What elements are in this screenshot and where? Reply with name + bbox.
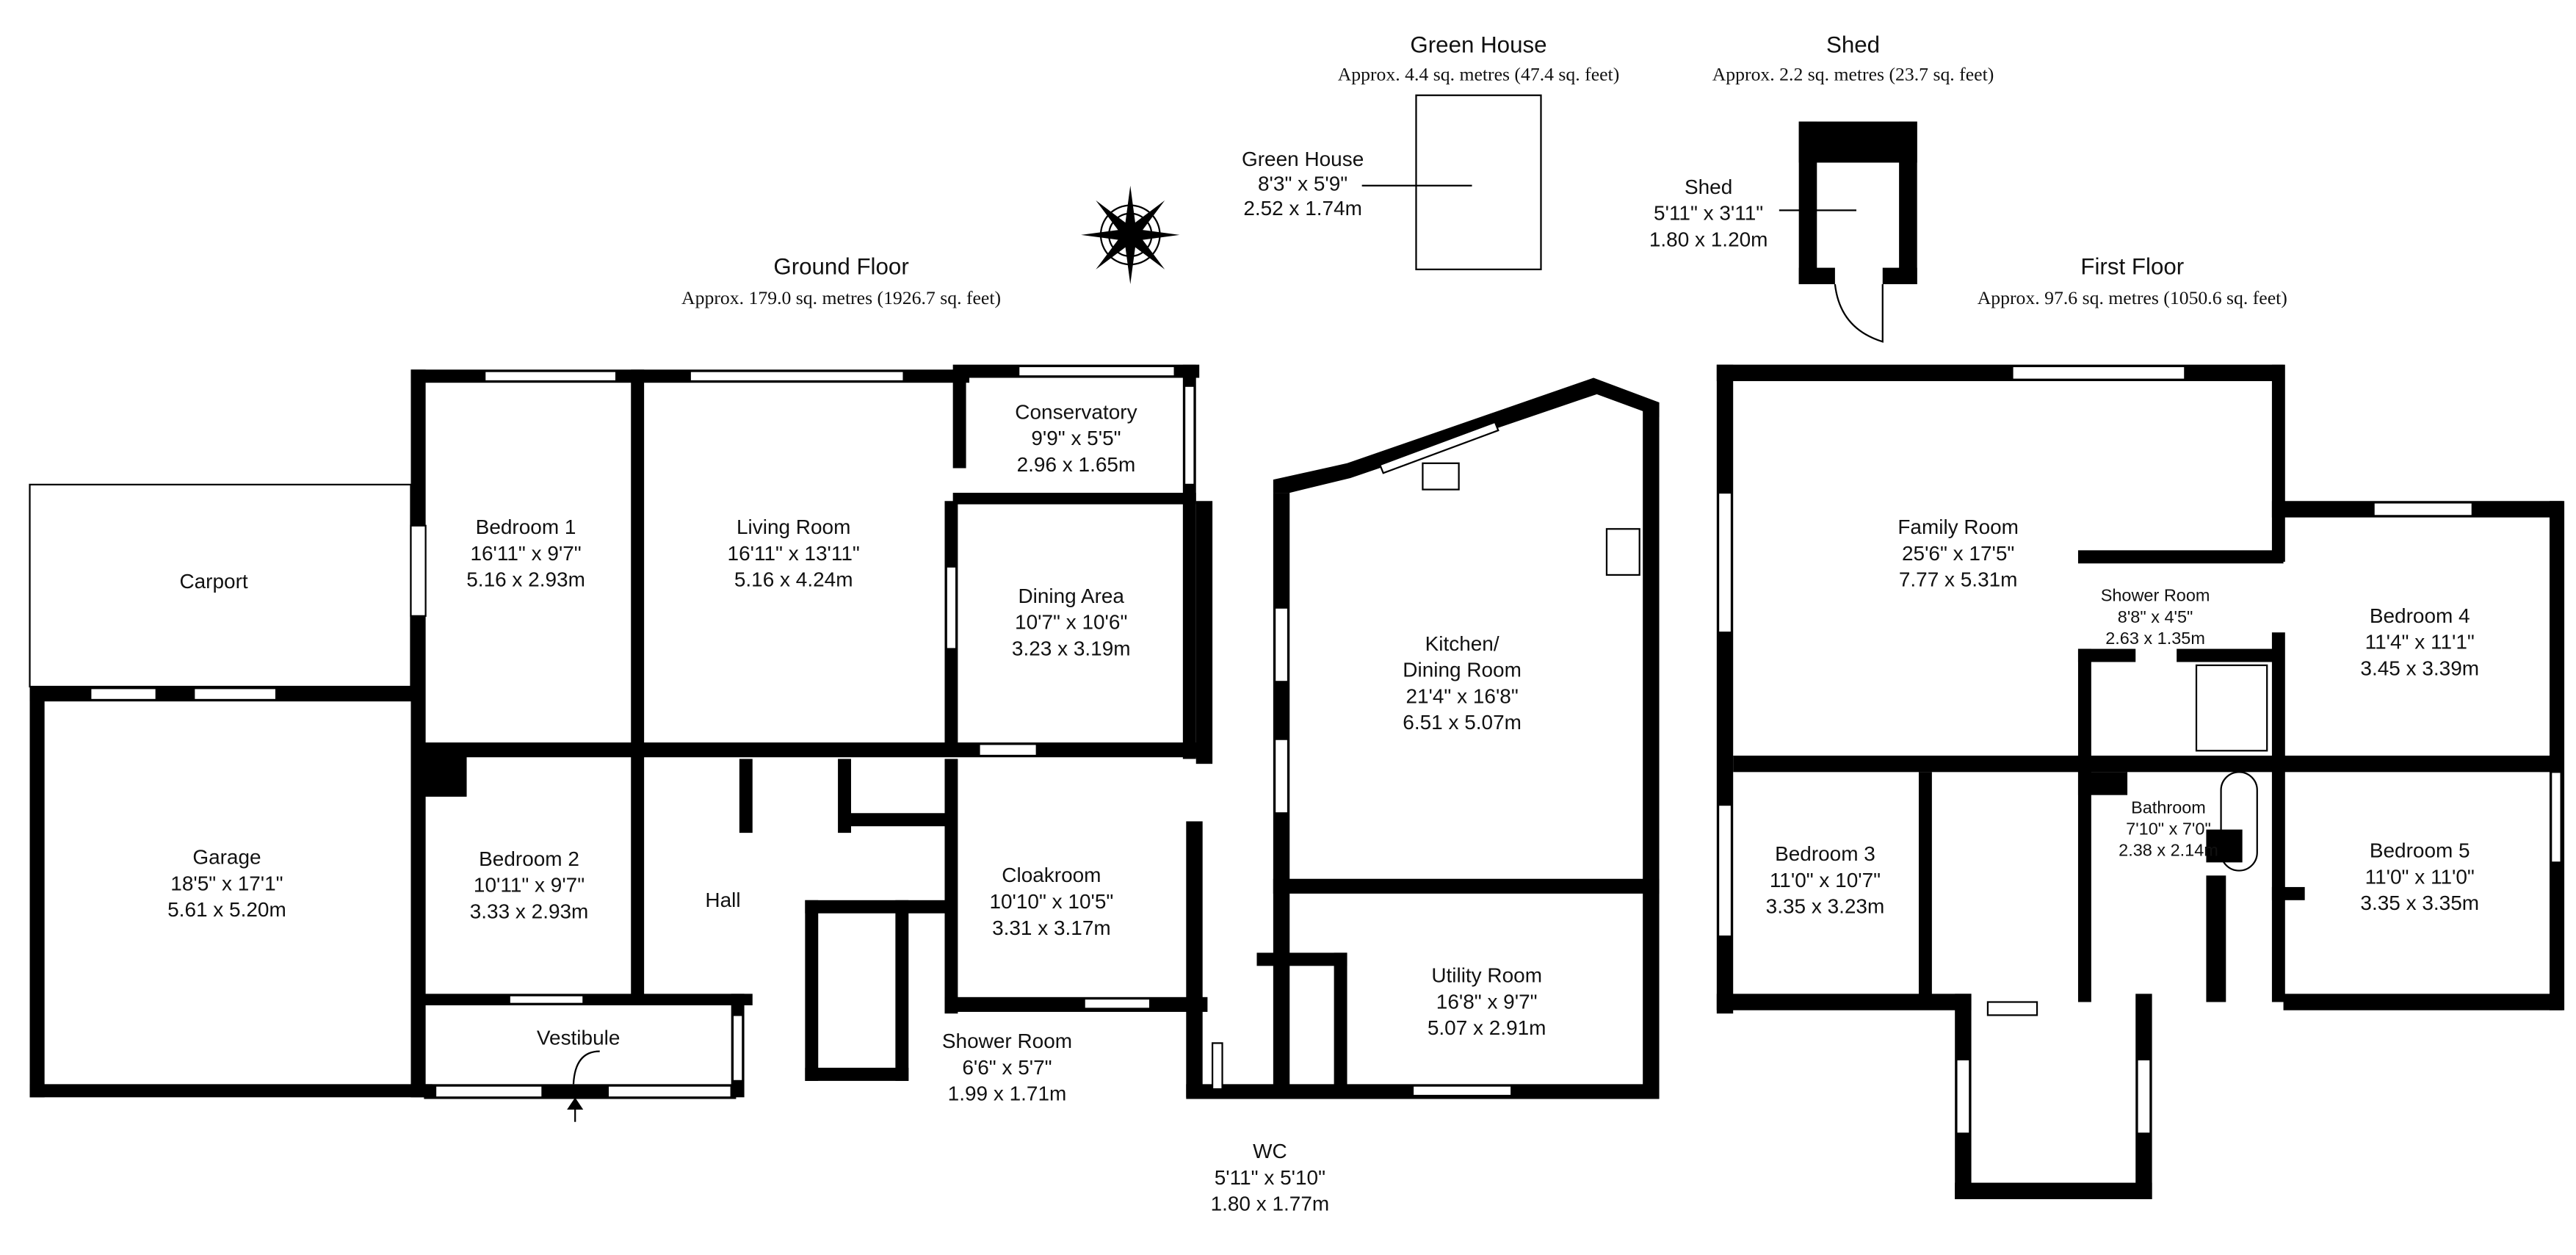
room-imperial: 6'6" x 5'7" <box>962 1056 1052 1079</box>
room-imperial: 5'11" x 3'11" <box>1654 202 1763 225</box>
room-family-room: Family Room 25'6" x 17'5" 7.77 x 5.31m <box>1897 516 2019 591</box>
room-metric: 6.51 x 5.07m <box>1403 711 1522 734</box>
room-name: Cloakroom <box>1002 864 1101 886</box>
room-name: Dining Room <box>1403 659 1522 681</box>
first-floor-walls <box>1716 364 2565 1199</box>
room-metric: 3.31 x 3.17m <box>992 916 1111 939</box>
first-floor-title: First Floor <box>2080 254 2184 280</box>
room-conservatory: Conservatory 9'9" x 5'5" 2.96 x 1.65m <box>1015 400 1137 476</box>
room-name: Green House <box>1242 148 1364 170</box>
room-imperial: 16'11" x 9'7" <box>470 542 581 565</box>
room-imperial: 7'10" x 7'0" <box>2126 819 2211 838</box>
room-name: Carport <box>179 570 247 593</box>
room-metric: 5.61 x 5.20m <box>167 898 286 921</box>
room-imperial: 25'6" x 17'5" <box>1902 542 2014 565</box>
room-imperial: 10'11" x 9'7" <box>474 874 585 897</box>
first-floor-area: Approx. 97.6 sq. metres (1050.6 sq. feet… <box>1978 287 2287 308</box>
room-metric: 1.99 x 1.71m <box>948 1082 1067 1105</box>
ground-floor-heading: Ground Floor Approx. 179.0 sq. metres (1… <box>681 254 1001 308</box>
greenhouse-outline <box>1415 94 1542 270</box>
room-wc: WC 5'11" x 5'10" 1.80 x 1.77m <box>1211 1140 1330 1215</box>
room-metric: 3.35 x 3.23m <box>1766 895 1885 918</box>
room-bedroom-5: Bedroom 5 11'0" x 11'0" 3.35 x 3.35m <box>2360 839 2479 915</box>
room-metric: 2.63 x 1.35m <box>2105 629 2205 648</box>
entrance-arrow-icon <box>567 1097 584 1122</box>
room-metric: 5.16 x 4.24m <box>734 568 853 591</box>
room-utility-room: Utility Room 16'8" x 9'7" 5.07 x 2.91m <box>1428 964 1546 1040</box>
room-metric: 3.33 x 2.93m <box>470 900 589 922</box>
room-bedroom-1: Bedroom 1 16'11" x 9'7" 5.16 x 2.93m <box>466 516 585 591</box>
room-living-room: Living Room 16'11" x 13'11" 5.16 x 4.24m <box>728 516 860 591</box>
room-metric: 3.35 x 3.35m <box>2360 891 2479 914</box>
room-shower-room-ground: Shower Room 6'6" x 5'7" 1.99 x 1.71m <box>942 1030 1072 1105</box>
room-name: Shed <box>1685 176 1732 198</box>
ground-floor-area: Approx. 179.0 sq. metres (1926.7 sq. fee… <box>681 287 1001 308</box>
shed-area: Approx. 2.2 sq. metres (23.7 sq. feet) <box>1712 64 1994 85</box>
room-imperial: 18'5" x 17'1" <box>170 872 283 894</box>
room-name: Kitchen/ <box>1425 632 1499 655</box>
room-name: Bedroom 2 <box>479 847 579 870</box>
room-imperial: 11'0" x 10'7" <box>1770 869 1881 891</box>
room-metric: 3.45 x 3.39m <box>2360 657 2479 679</box>
room-name: Shower Room <box>942 1030 1072 1052</box>
room-metric: 5.07 x 2.91m <box>1428 1016 1546 1039</box>
compass-icon <box>1081 185 1180 284</box>
room-imperial: 8'3" x 5'9" <box>1258 172 1347 195</box>
room-hall: Hall <box>705 889 740 911</box>
room-metric: 2.96 x 1.65m <box>1017 453 1136 476</box>
room-bedroom-2: Bedroom 2 10'11" x 9'7" 3.33 x 2.93m <box>470 847 589 923</box>
room-name: Bathroom <box>2131 798 2206 817</box>
room-kitchen-dining: Kitchen/ Dining Room 21'4" x 16'8" 6.51 … <box>1403 632 1522 734</box>
room-imperial: 11'4" x 11'1" <box>2365 631 2475 654</box>
room-bathroom: Bathroom 7'10" x 7'0" 2.38 x 2.14m <box>2119 798 2218 859</box>
shed-heading: Shed Approx. 2.2 sq. metres (23.7 sq. fe… <box>1712 32 1994 85</box>
room-cloakroom: Cloakroom 10'10" x 10'5" 3.31 x 3.17m <box>989 864 1113 939</box>
room-shower-room-first: Shower Room 8'8" x 4'5" 2.63 x 1.35m <box>2101 586 2210 648</box>
first-floor-heading: First Floor Approx. 97.6 sq. metres (105… <box>1978 254 2287 308</box>
room-metric: 2.38 x 2.14m <box>2119 840 2218 859</box>
room-name: Shower Room <box>2101 586 2210 605</box>
greenhouse-heading: Green House Approx. 4.4 sq. metres (47.4… <box>1338 32 1620 85</box>
room-metric: 1.80 x 1.20m <box>1649 228 1768 251</box>
room-name: Bedroom 1 <box>476 516 576 538</box>
room-imperial: 16'8" x 9'7" <box>1436 990 1538 1013</box>
room-imperial: 8'8" x 4'5" <box>2118 607 2193 626</box>
shed-outline <box>1798 121 1917 343</box>
room-imperial: 21'4" x 16'8" <box>1405 684 1518 707</box>
room-metric: 1.80 x 1.77m <box>1211 1193 1330 1215</box>
ground-floor-title: Ground Floor <box>773 254 908 280</box>
room-imperial: 11'0" x 11'0" <box>2365 865 2475 888</box>
ground-floor-walls <box>29 364 1660 1099</box>
room-imperial: 9'9" x 5'5" <box>1031 427 1121 449</box>
room-name: Bedroom 3 <box>1775 842 1875 865</box>
room-name: WC <box>1253 1140 1287 1162</box>
room-name: Dining Area <box>1018 585 1124 607</box>
room-name: Living Room <box>737 516 850 538</box>
room-imperial: 5'11" x 5'10" <box>1215 1166 1325 1189</box>
room-imperial: 10'7" x 10'6" <box>1015 611 1127 634</box>
room-name: Bedroom 4 <box>2370 604 2470 627</box>
greenhouse-area: Approx. 4.4 sq. metres (47.4 sq. feet) <box>1338 64 1620 85</box>
room-name: Utility Room <box>1431 964 1542 987</box>
room-bedroom-4: Bedroom 4 11'4" x 11'1" 3.45 x 3.39m <box>2360 604 2479 680</box>
room-imperial: 10'10" x 10'5" <box>989 890 1113 913</box>
room-garage: Garage 18'5" x 17'1" 5.61 x 5.20m <box>167 846 286 922</box>
room-metric: 5.16 x 2.93m <box>466 568 585 591</box>
shed-title: Shed <box>1826 32 1880 58</box>
room-name: Conservatory <box>1015 400 1137 423</box>
room-name: Garage <box>192 846 261 869</box>
room-metric: 2.52 x 1.74m <box>1243 197 1362 220</box>
room-imperial: 16'11" x 13'11" <box>728 542 860 565</box>
room-dining-area: Dining Area 10'7" x 10'6" 3.23 x 3.19m <box>1012 585 1131 660</box>
room-name: Bedroom 5 <box>2370 839 2470 862</box>
greenhouse-title: Green House <box>1410 32 1546 58</box>
room-metric: 3.23 x 3.19m <box>1012 637 1131 660</box>
room-metric: 7.77 x 5.31m <box>1899 568 2018 591</box>
room-vestibule: Vestibule <box>537 1027 620 1049</box>
room-bedroom-3: Bedroom 3 11'0" x 10'7" 3.35 x 3.23m <box>1766 842 1885 918</box>
room-name: Family Room <box>1897 516 2019 538</box>
